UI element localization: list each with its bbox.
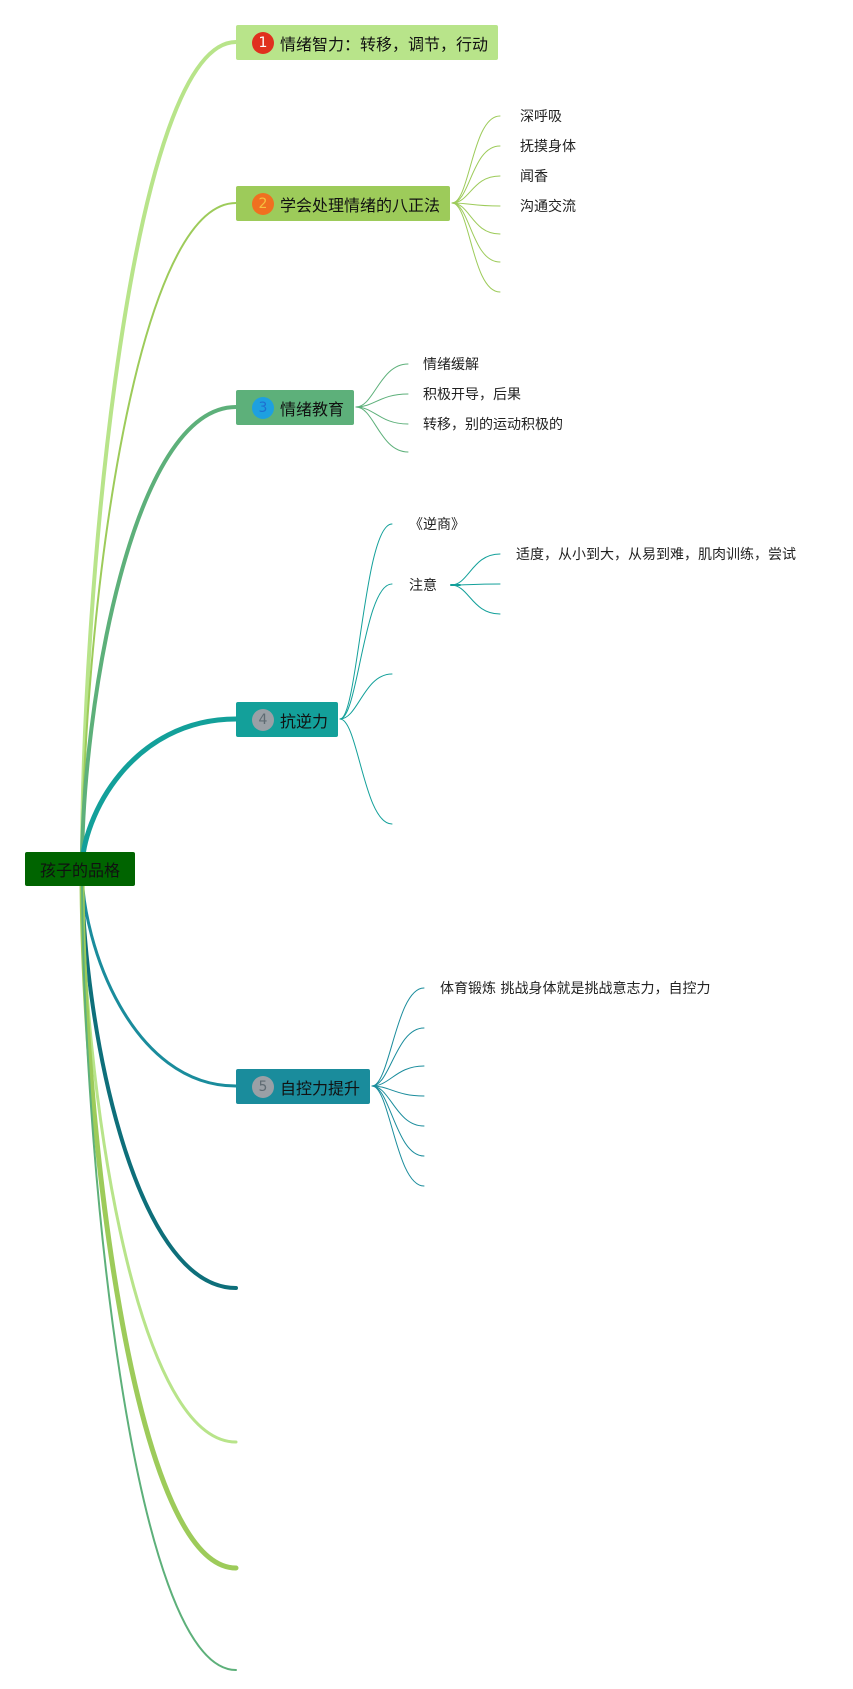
- subtopic-communicate[interactable]: 沟通交流: [520, 199, 576, 215]
- root-topic-label: 孩子的品格: [39, 861, 120, 880]
- main-branches: [79, 40, 239, 1671]
- number-marker-icon: 3: [252, 396, 274, 419]
- root-topic[interactable]: 孩子的品格: [25, 852, 135, 886]
- sub-branch-line: [371, 1027, 425, 1087]
- subtopic-physical-exercise[interactable]: 体育锻炼 挑战身体就是挑战意志力，自控力: [440, 981, 711, 997]
- main-branch-line: [80, 867, 238, 1444]
- main-branch-line: [81, 202, 237, 870]
- subtopic-touch-body[interactable]: 抚摸身体: [520, 139, 576, 155]
- main-branch-line: [80, 867, 238, 1088]
- sub-branch-line: [339, 583, 393, 720]
- topic-emotional-intelligence[interactable]: 1 情绪智力：转移，调节，行动: [236, 25, 499, 60]
- main-branch-line: [79, 716, 239, 872]
- subtopic-adversity-quotient[interactable]: 《逆商》: [409, 517, 465, 533]
- sub-branch-line: [339, 718, 393, 825]
- main-branch-line: [80, 40, 238, 871]
- topic-emotion-education[interactable]: 3 情绪教育: [236, 390, 355, 425]
- sub-branch-line: [451, 202, 501, 293]
- subtopic-moderation[interactable]: 适度，从小到大，从易到难，肌肉训练，尝试: [516, 547, 796, 563]
- sub-branch-line: [451, 175, 501, 204]
- sub-branches: [339, 115, 501, 1187]
- number-marker-icon: 1: [252, 31, 274, 54]
- sub-branch-line: [451, 115, 501, 204]
- sub-branch-line: [450, 584, 501, 615]
- subtopic-smell-fragrance[interactable]: 闻香: [520, 169, 548, 185]
- topic-resilience[interactable]: 4 抗逆力: [236, 702, 339, 737]
- topic-label: 情绪智力：转移，调节，行动: [280, 34, 489, 54]
- subtopic-emotion-relief[interactable]: 情绪缓解: [423, 357, 479, 373]
- sub-branch-line: [371, 1065, 425, 1087]
- sub-branch-line: [371, 1085, 425, 1157]
- topic-label: 自控力提升: [280, 1078, 361, 1098]
- sub-branch-line: [451, 202, 501, 263]
- topic-label: 情绪教育: [280, 399, 345, 419]
- sub-branch-line: [451, 145, 501, 204]
- main-branch-line: [81, 868, 237, 1671]
- sub-branch-line: [339, 523, 393, 720]
- subtopic-positive-guidance[interactable]: 积极开导，后果: [423, 387, 521, 403]
- sub-branch-line: [339, 673, 393, 720]
- number-marker-icon: 4: [252, 708, 274, 731]
- sub-branch-line: [355, 406, 409, 425]
- sub-branch-line: [355, 363, 409, 408]
- sub-branch-line: [450, 553, 501, 586]
- subtopic-shift-activity[interactable]: 转移，别的运动积极的: [423, 417, 563, 433]
- topic-handling-emotions[interactable]: 2 学会处理情绪的八正法: [236, 186, 451, 221]
- sub-branch-line: [355, 406, 409, 453]
- subtopic-attention[interactable]: 注意: [409, 578, 437, 594]
- topic-self-control[interactable]: 5 自控力提升: [236, 1069, 371, 1104]
- sub-branch-line: [371, 1085, 425, 1187]
- main-branch-line: [80, 405, 238, 871]
- number-marker-icon: 5: [252, 1075, 274, 1098]
- sub-branch-line: [371, 1085, 425, 1127]
- number-marker-icon: 2: [252, 192, 274, 215]
- sub-branch-line: [371, 987, 425, 1087]
- topic-label: 抗逆力: [280, 711, 329, 731]
- sub-branch-line: [355, 393, 409, 408]
- topic-label: 学会处理情绪的八正法: [280, 195, 441, 215]
- subtopic-deep-breath[interactable]: 深呼吸: [520, 109, 562, 125]
